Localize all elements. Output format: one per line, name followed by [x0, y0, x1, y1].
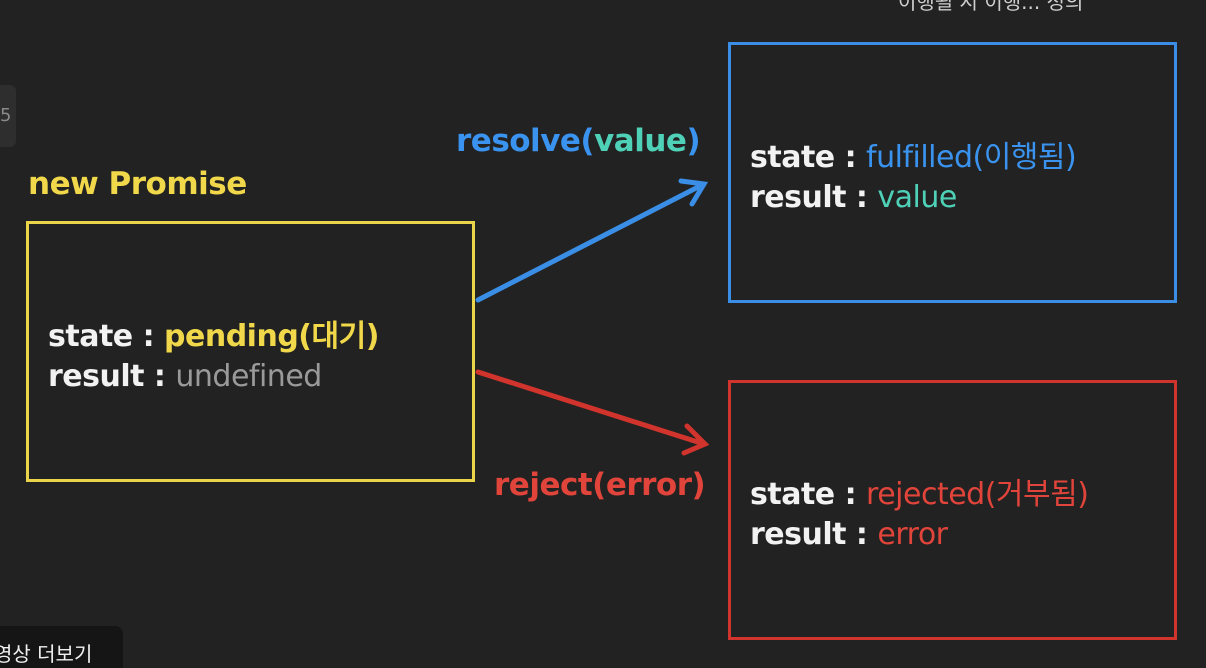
side-tab-glyph: 5: [0, 105, 12, 126]
resolve-open-paren: (: [580, 123, 595, 159]
pending-box: [26, 221, 475, 482]
pending-result-label: result :: [48, 359, 166, 394]
pending-result-value: undefined: [175, 359, 322, 394]
rejected-result-label: result :: [750, 517, 868, 552]
resolve-label: resolve(value): [456, 123, 701, 159]
resolve-close-paren: ): [686, 123, 701, 159]
resolve-fn: resolve: [456, 123, 581, 159]
rejected-result-line: result : error: [750, 517, 948, 552]
pending-state-value: pending(대기): [164, 319, 379, 354]
more-videos-button[interactable]: 영상 더보기: [0, 626, 123, 668]
top-caption: 이행될 시 이행... 정의: [898, 0, 1084, 14]
rejected-result-value: error: [877, 517, 948, 552]
pending-state-label: state :: [48, 319, 155, 354]
pending-state-line: state : pending(대기): [48, 311, 379, 355]
rejected-box: [728, 380, 1177, 640]
new-promise-title: new Promise: [28, 166, 247, 202]
reject-arrow: [475, 369, 710, 456]
resolve-arg: value: [594, 123, 687, 159]
rejected-state-label: state :: [750, 477, 857, 512]
resolve-arrow-shaft: [475, 182, 705, 303]
fulfilled-state-label: state :: [750, 140, 857, 175]
reject-label: reject(error): [494, 467, 706, 503]
fulfilled-result-value: value: [877, 180, 957, 215]
fulfilled-box: [728, 42, 1177, 303]
resolve-arrow-head: [678, 178, 709, 207]
fulfilled-result-line: result : value: [750, 180, 957, 215]
fulfilled-state-value: fulfilled(이행됨): [866, 140, 1077, 175]
side-tab[interactable]: 5: [0, 85, 16, 147]
reject-arrow-head: [681, 423, 710, 456]
rejected-state-line: state : rejected(거부됨): [750, 469, 1089, 513]
reject-arrow-shaft: [475, 369, 707, 447]
fulfilled-result-label: result :: [750, 180, 868, 215]
pending-result-line: result : undefined: [48, 359, 322, 394]
fulfilled-state-line: state : fulfilled(이행됨): [750, 132, 1077, 176]
resolve-arrow: [475, 178, 709, 303]
rejected-state-value: rejected(거부됨): [866, 477, 1089, 512]
